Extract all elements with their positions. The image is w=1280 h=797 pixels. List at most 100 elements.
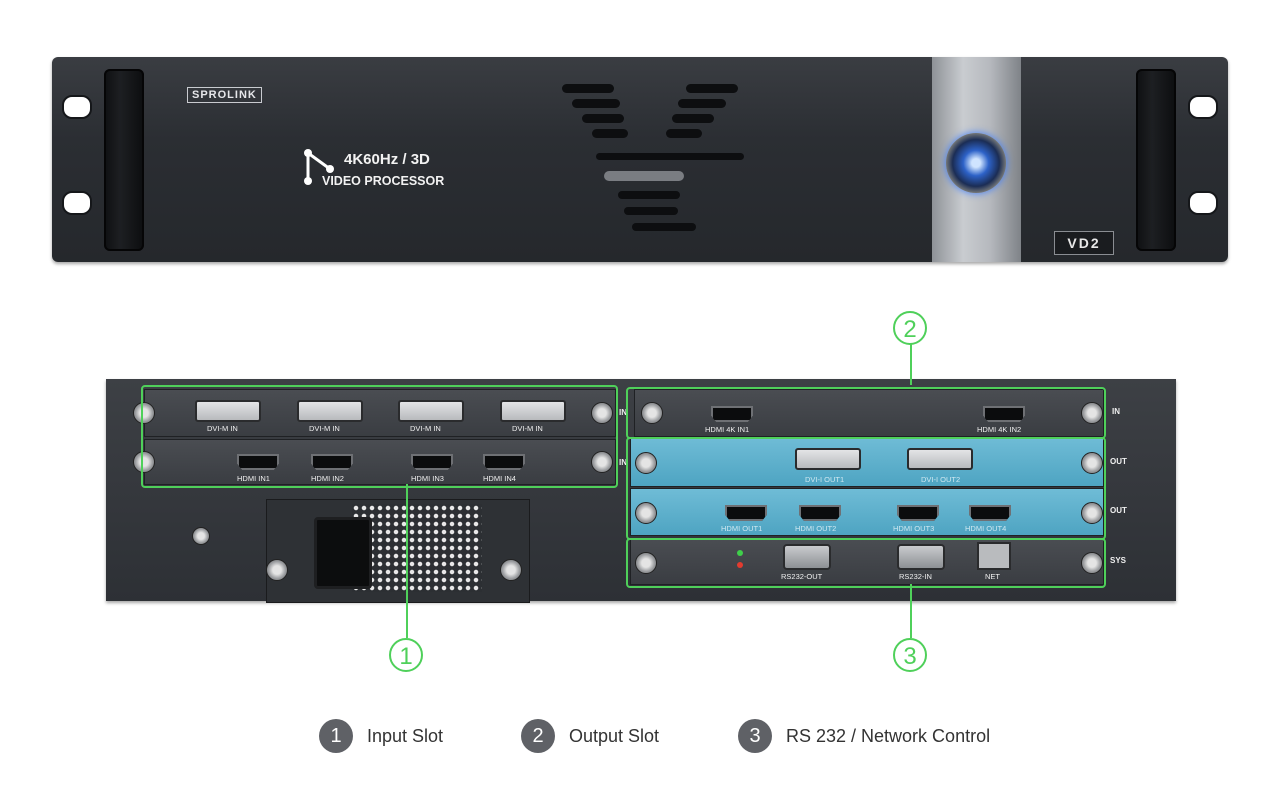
control-slot-highlight [626, 538, 1106, 588]
thumb-screw [1081, 502, 1103, 524]
port-label: DVI-I OUT2 [921, 475, 961, 484]
thumb-screw [1081, 552, 1103, 574]
thumb-screw [635, 452, 657, 474]
legend-number: 1 [319, 719, 353, 753]
hdmi-port [411, 454, 453, 470]
legend-number: 2 [521, 719, 555, 753]
port-label: DVI-M IN [512, 424, 543, 433]
slot-side-label: IN [1112, 407, 1120, 416]
callout-3: 3 [893, 638, 927, 672]
status-led [737, 550, 743, 556]
dvi-port [907, 448, 973, 470]
power-button[interactable] [946, 133, 1006, 193]
port-label: HDMI OUT4 [965, 524, 1007, 533]
thumb-screw [133, 402, 155, 424]
slot-side-label: OUT [1110, 457, 1127, 466]
hdmi-port [711, 406, 753, 422]
thumb-screw [266, 559, 288, 581]
port-label: HDMI OUT1 [721, 524, 763, 533]
port-label: HDMI OUT2 [795, 524, 837, 533]
power-led [737, 562, 743, 568]
slot-side-label: IN [619, 458, 627, 467]
rs232-in-port [897, 544, 945, 570]
dvi-port [398, 400, 464, 422]
rack-ear-hole [1188, 95, 1218, 119]
left-handle [104, 69, 144, 251]
port-label: HDMI IN2 [311, 474, 344, 483]
callout-leader-3 [910, 584, 912, 638]
hdmi-input-card: HDMI IN1 HDMI IN2 HDMI IN3 HDMI IN4 IN [133, 439, 627, 485]
rs232-out-port [783, 544, 831, 570]
hdmi-port [311, 454, 353, 470]
brand-logo: SPROLINK [187, 87, 262, 103]
processor-icon [304, 149, 334, 185]
slot-side-label: OUT [1110, 506, 1127, 515]
rack-ear-hole [1188, 191, 1218, 215]
port-label: DVI-M IN [410, 424, 441, 433]
input-slot-highlight [141, 385, 618, 488]
slot-side-label: IN [619, 408, 627, 417]
port-label: HDMI IN1 [237, 474, 270, 483]
callout-1: 1 [389, 638, 423, 672]
port-label: DVI-M IN [309, 424, 340, 433]
dvi-port [297, 400, 363, 422]
port-label: NET [985, 572, 1000, 581]
port-label: HDMI IN3 [411, 474, 444, 483]
system-control-card: RS232-OUT RS232-IN NET [630, 539, 1104, 585]
hdmi-output-card: HDMI OUT1 HDMI OUT2 HDMI OUT3 HDMI OUT4 [630, 488, 1104, 536]
hdmi-port [969, 505, 1011, 521]
dvi-input-card: DVI-M IN DVI-M IN DVI-M IN DVI-M IN IN [133, 389, 627, 437]
callout-leader-1 [406, 484, 408, 638]
thumb-screw [591, 451, 613, 473]
port-label: HDMI OUT3 [893, 524, 935, 533]
dvi-port [795, 448, 861, 470]
slot-side-label: SYS [1110, 556, 1127, 565]
port-label: RS232-IN [899, 572, 932, 581]
port-label: HDMI IN4 [483, 474, 516, 483]
rear-panel: DVI-M IN DVI-M IN DVI-M IN DVI-M IN IN H… [106, 379, 1176, 603]
legend-label: Input Slot [367, 725, 444, 746]
network-port [977, 542, 1011, 570]
port-label: HDMI 4K IN2 [977, 425, 1022, 434]
hdmi-port [897, 505, 939, 521]
thumb-screw [500, 559, 522, 581]
rack-ear-hole [62, 95, 92, 119]
port-label: RS232-OUT [781, 572, 823, 581]
callout-2: 2 [893, 311, 927, 345]
front-panel: SPROLINK 4K60Hz / 3D VIDEO PROCESSOR VD2 [52, 57, 1228, 262]
model-badge: VD2 [1054, 231, 1114, 255]
callout-leader-2 [910, 343, 912, 385]
ground-screw [192, 527, 210, 545]
dvi-port [195, 400, 261, 422]
thumb-screw [1081, 402, 1103, 424]
port-label: HDMI 4K IN1 [705, 425, 750, 434]
legend-item-input-slot: 1 Input Slot [319, 719, 443, 753]
legend-label: RS 232 / Network Control [786, 725, 991, 746]
rack-ear-hole [62, 191, 92, 215]
port-label: DVI-I OUT1 [805, 475, 845, 484]
thumb-screw [591, 402, 613, 424]
hdmi-port [725, 505, 767, 521]
hdmi-port [983, 406, 1025, 422]
thumb-screw [635, 552, 657, 574]
hdmi-port [483, 454, 525, 470]
hdmi-4k-input-card: HDMI 4K IN1 HDMI 4K IN2 [634, 389, 1104, 437]
legend-label: Output Slot [569, 725, 660, 746]
thumb-screw [133, 451, 155, 473]
thumb-screw [635, 502, 657, 524]
psu-fan-grille [352, 504, 482, 592]
legend-number: 3 [738, 719, 772, 753]
thumb-screw [1081, 452, 1103, 474]
hdmi-port [237, 454, 279, 470]
thumb-screw [641, 402, 663, 424]
model-subtitle: VIDEO PROCESSOR [322, 174, 445, 188]
legend-item-output-slot: 2 Output Slot [521, 719, 659, 753]
dvi-port [500, 400, 566, 422]
power-inlet [314, 517, 372, 589]
model-title: 4K60Hz / 3D [344, 151, 430, 168]
hdmi-port [799, 505, 841, 521]
legend-item-network-control: 3 RS 232 / Network Control [738, 719, 990, 753]
output-slot-highlight [626, 387, 1106, 439]
right-handle [1136, 69, 1176, 251]
port-label: DVI-M IN [207, 424, 238, 433]
